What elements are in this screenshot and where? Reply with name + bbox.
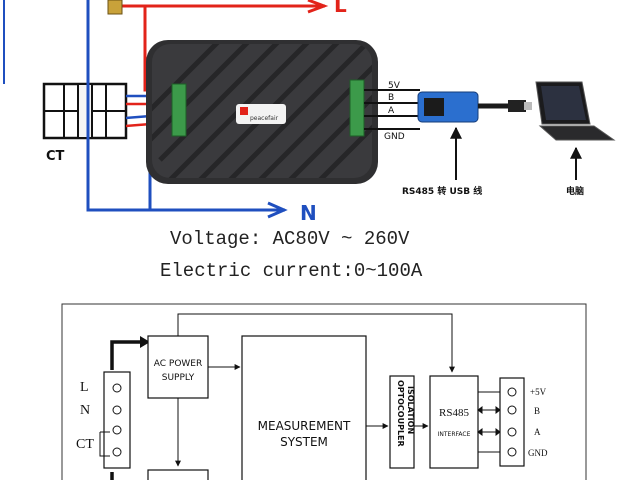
ct-label: CT [46, 149, 65, 164]
input-l: L [80, 380, 89, 395]
ct-sensor [42, 82, 128, 140]
rs485-sub: INTERFACE [438, 431, 471, 438]
brand-plate [236, 104, 286, 124]
pin-label-gnd: GND [384, 132, 405, 142]
meter-module: peacefair [146, 40, 378, 184]
live-terminal [107, 0, 123, 15]
input-n: N [80, 403, 90, 418]
rs485-wires [364, 89, 420, 130]
wiring-photo: CT N L [3, 0, 616, 225]
measurement-box [241, 335, 367, 480]
input-terminal-block [103, 371, 131, 469]
output-a: A [534, 427, 541, 437]
output-5v: +5V [530, 387, 547, 397]
measurement-line2: SYSTEM [280, 435, 328, 449]
pin-label-5v: 5V [388, 81, 401, 91]
brand-label: peacefair [250, 115, 279, 122]
neutral-wire [86, 0, 285, 212]
measurement-line1: MEASUREMENT [258, 419, 351, 433]
usb-converter [417, 91, 532, 123]
live-label: L [334, 0, 347, 17]
output-gnd: GND [528, 448, 548, 458]
neutral-label: N [300, 201, 317, 225]
laptop-icon [535, 81, 616, 141]
neutral-arrow [267, 201, 288, 219]
power-supply-line2: SUPPLY [162, 373, 195, 383]
optocoupler-line2: ISOLATION [406, 386, 415, 434]
converter-caption: RS485 转 USB 线 [402, 185, 482, 197]
power-input-arrow [110, 340, 140, 370]
rs485-output-arrows [477, 391, 501, 453]
output-terminal-block [499, 377, 525, 467]
diagram-frame [61, 303, 587, 480]
pin-label-b: B [388, 93, 394, 103]
rs485-title: RS485 [439, 407, 469, 419]
spec-current: Electric current:0~100A [160, 260, 423, 282]
block-diagram: L N CT AC POWER SUPPLY MEASUREMENT SYSTE… [61, 303, 587, 480]
power-supply-line1: AC POWER [154, 359, 203, 369]
live-arrow [307, 0, 329, 14]
input-ct: CT [76, 437, 94, 452]
optocoupler-box [389, 375, 415, 469]
pin-label-a: A [388, 106, 395, 116]
output-b: B [534, 406, 540, 416]
rs485-box [429, 375, 479, 469]
pc-caption: 电脑 [566, 185, 584, 197]
spec-voltage: Voltage: AC80V ~ 260V [170, 228, 410, 250]
optocoupler-line1: OPTOCOUPLER [396, 380, 405, 447]
